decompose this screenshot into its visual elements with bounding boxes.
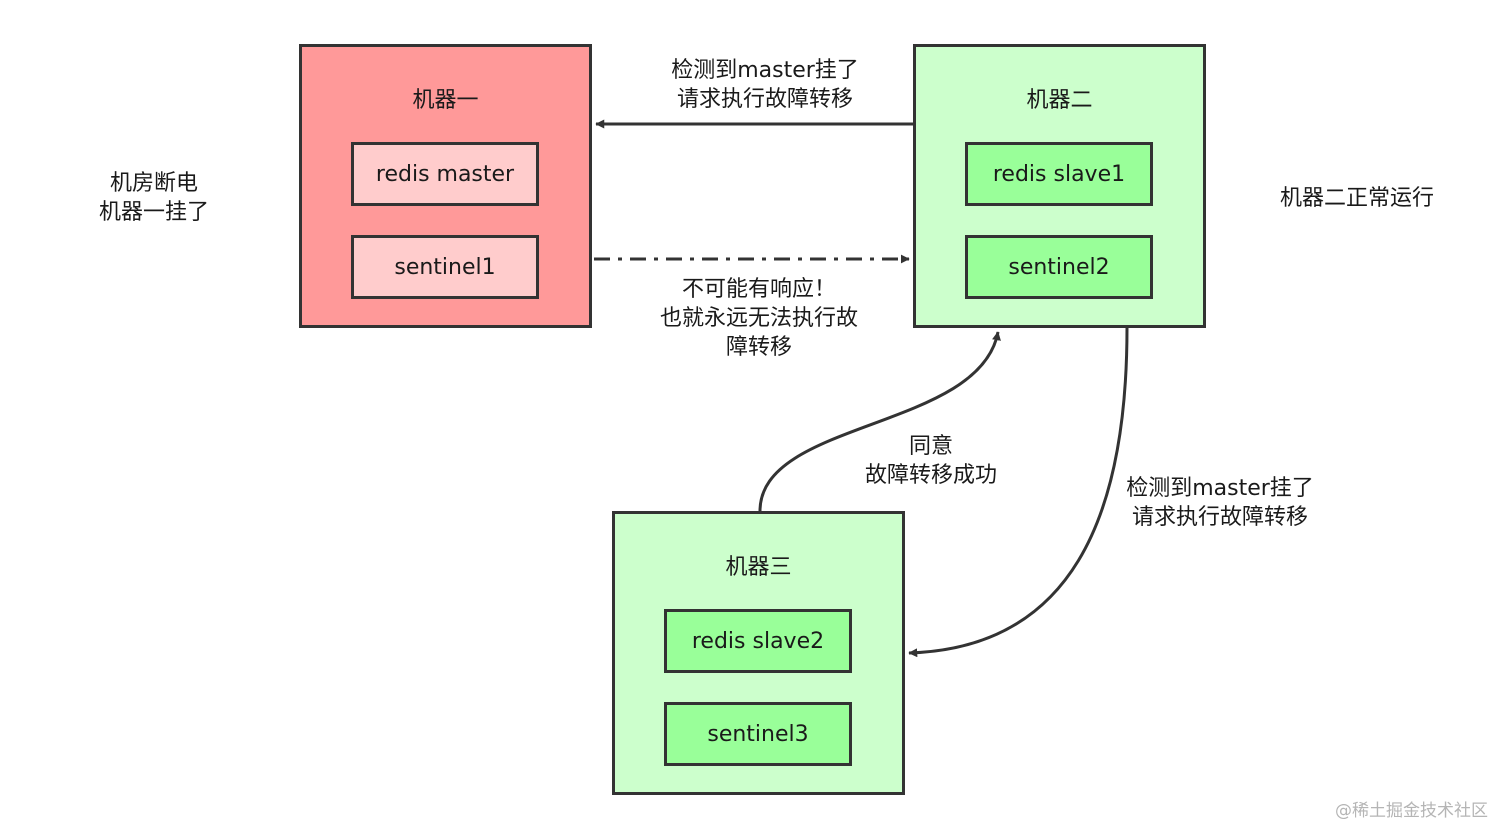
agree-failover-note: 同意 故障转移成功 bbox=[841, 432, 1021, 490]
machine-two-running-line-1: 机器二正常运行 bbox=[1279, 186, 1434, 211]
machine-two-node: 机器二 redis slave1 sentinel2 bbox=[913, 44, 1206, 328]
m2-to-m3-request-line-2: 请求执行故障转移 bbox=[1131, 505, 1308, 530]
redis-slave1-box: redis slave1 bbox=[965, 142, 1153, 206]
m2-to-m1-request-note: 检测到master挂了 请求执行故障转移 bbox=[640, 56, 890, 114]
power-outage-line-1: 机房断电 bbox=[109, 171, 198, 196]
power-outage-line-2: 机器一挂了 bbox=[98, 200, 209, 225]
machine-two-title: 机器二 bbox=[1026, 88, 1093, 113]
m2-to-m1-request-line-1: 检测到master挂了 bbox=[671, 58, 859, 83]
watermark: @稀土掘金技术社区 bbox=[1335, 801, 1488, 821]
m2-to-m3-request-note: 检测到master挂了 请求执行故障转移 bbox=[1095, 474, 1345, 532]
no-response-note: 不可能有响应！ 也就永远无法执行故 障转移 bbox=[630, 275, 888, 362]
m2-to-m1-request-line-2: 请求执行故障转移 bbox=[676, 87, 853, 112]
no-response-line-3: 障转移 bbox=[725, 335, 792, 360]
agree-failover-line-2: 故障转移成功 bbox=[864, 463, 997, 488]
power-outage-note: 机房断电 机器一挂了 bbox=[84, 169, 224, 227]
arrow-m2-to-m3 bbox=[908, 327, 1129, 658]
sentinel1-box: sentinel1 bbox=[351, 235, 539, 299]
redis-slave2-box: redis slave2 bbox=[664, 609, 852, 673]
arrow-m3-to-m2 bbox=[758, 331, 1001, 512]
agree-failover-line-1: 同意 bbox=[908, 434, 953, 459]
machine-three-node: 机器三 redis slave2 sentinel3 bbox=[612, 511, 905, 795]
machine-three-title: 机器三 bbox=[725, 555, 792, 580]
sentinel3-box: sentinel3 bbox=[664, 702, 852, 766]
sentinel2-box: sentinel2 bbox=[965, 235, 1153, 299]
no-response-line-2: 也就永远无法执行故 bbox=[659, 306, 858, 331]
machine-one-title: 机器一 bbox=[412, 88, 479, 113]
redis-master-box: redis master bbox=[351, 142, 539, 206]
m2-to-m3-request-line-1: 检测到master挂了 bbox=[1126, 476, 1314, 501]
machine-one-node: 机器一 redis master sentinel1 bbox=[299, 44, 592, 328]
machine-two-running-note: 机器二正常运行 bbox=[1262, 184, 1452, 213]
no-response-line-1: 不可能有响应！ bbox=[681, 277, 836, 302]
